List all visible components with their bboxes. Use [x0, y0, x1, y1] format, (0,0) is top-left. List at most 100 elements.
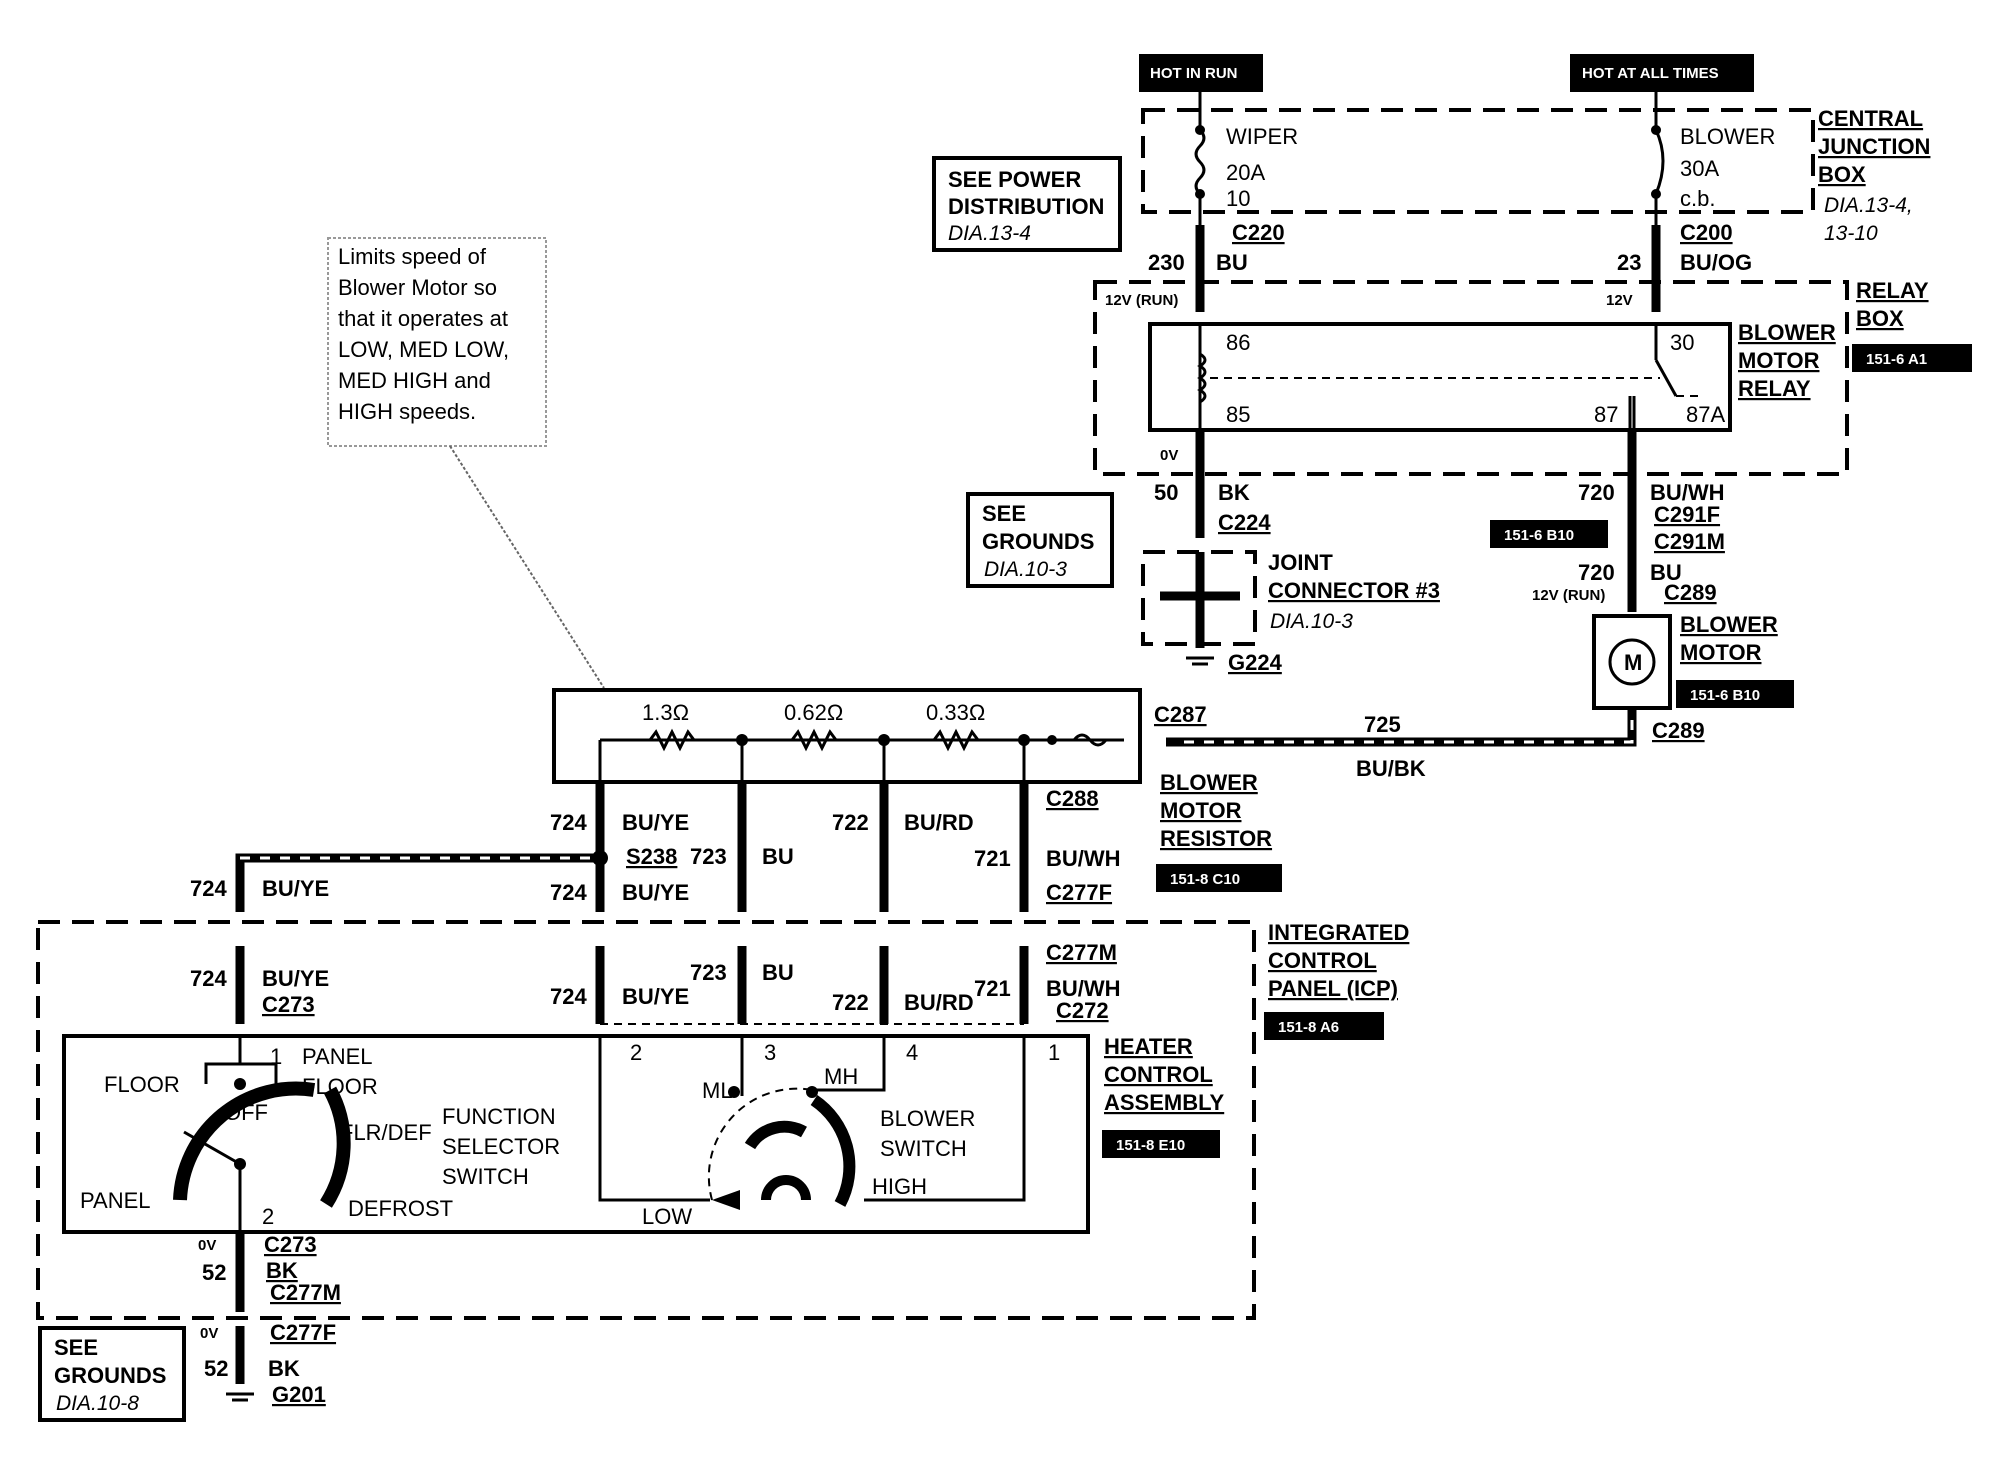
- wire-724c-number: 724: [550, 880, 587, 905]
- voltage-0v-relay: 0V: [1160, 447, 1178, 464]
- wire-724b-color: BU/YE: [262, 876, 329, 901]
- bs-pin-3: 3: [764, 1040, 776, 1065]
- fs-pin-2: 2: [262, 1204, 274, 1229]
- relay-title-3: RELAY: [1738, 376, 1811, 401]
- relay-coil-icon: [1197, 352, 1207, 404]
- heater-ref-tag-label: 151-8 E10: [1116, 1137, 1185, 1154]
- function-selector-arc-right: [320, 1086, 351, 1208]
- c277m-label: C277M: [1046, 940, 1117, 965]
- fs-panel-top: PANEL: [302, 1044, 373, 1069]
- wire-721b-number: 721: [974, 976, 1011, 1001]
- relay-pin-85: 85: [1226, 402, 1250, 427]
- icp-outline: [36, 920, 1256, 1320]
- c287-label: C287: [1154, 702, 1207, 727]
- blower-cb-label: BLOWER: [1680, 124, 1775, 149]
- fs-defrost: DEFROST: [348, 1196, 453, 1221]
- blower-switch-arrow-icon: [712, 1190, 740, 1210]
- fs-floor-left: FLOOR: [104, 1072, 180, 1097]
- g201-label: G201: [272, 1382, 326, 1407]
- see-grounds-1-line-2: GROUNDS: [982, 529, 1094, 554]
- c277f2-label: C277F: [270, 1320, 336, 1345]
- blower-motor-symbol: M: [1624, 650, 1642, 675]
- see-grounds-1-line-1: SEE: [982, 501, 1026, 526]
- blower-motor-resistor-box: [552, 688, 1142, 784]
- wire-50-number: 50: [1154, 480, 1178, 505]
- blower-cb-type: c.b.: [1680, 186, 1715, 211]
- c289a-label: C289: [1664, 580, 1717, 605]
- relay-title-2: MOTOR: [1738, 348, 1820, 373]
- blower-switch-arc-3: [761, 1175, 811, 1201]
- bs-title-1: BLOWER: [880, 1106, 975, 1131]
- callout-pointer: [449, 445, 605, 689]
- blower-switch-high-wire: [864, 1036, 1026, 1202]
- see-grounds-2-line-2: GROUNDS: [54, 1363, 166, 1388]
- blower-motor-title-2: MOTOR: [1680, 640, 1762, 665]
- splice-s238: [592, 850, 608, 866]
- fs-panel: PANEL: [80, 1188, 151, 1213]
- see-power-line-1: SEE POWER: [948, 167, 1081, 192]
- cjb-title-1: CENTRAL: [1818, 106, 1923, 131]
- c200-label: C200: [1680, 220, 1733, 245]
- wire-725-number: 725: [1364, 712, 1401, 737]
- see-grounds-1-ref: DIA.10-3: [984, 558, 1067, 581]
- blower-motor-relay-box: [1148, 322, 1732, 432]
- wire-724d-number: 724: [190, 966, 227, 991]
- c277f-label: C277F: [1046, 880, 1112, 905]
- wire-23-color: BU/OG: [1680, 250, 1752, 275]
- blower-switch-mh-wire: [814, 1036, 886, 1092]
- wire-724b-number: 724: [190, 876, 227, 901]
- bs-mh: MH: [824, 1064, 858, 1089]
- wire-723-color: BU: [762, 844, 794, 869]
- relay-contact-arm: [1654, 359, 1678, 397]
- wire-52a-color: BK: [266, 1258, 298, 1283]
- voltage-12v-run: 12V (RUN): [1105, 292, 1178, 309]
- resistor-title-3: RESISTOR: [1160, 826, 1272, 851]
- relay-title-1: BLOWER: [1738, 320, 1836, 345]
- wire-50-color: BK: [1218, 480, 1250, 505]
- bs-title-2: SWITCH: [880, 1136, 967, 1161]
- fs-off: OFF: [224, 1100, 268, 1125]
- wire-23-number: 23: [1617, 250, 1641, 275]
- wire-721-number: 721: [974, 846, 1011, 871]
- wiper-fuse-icon: [1194, 128, 1206, 196]
- see-grounds-box-2: [38, 1326, 186, 1422]
- wire-723b-color: BU: [762, 960, 794, 985]
- callout-line-2: Blower Motor so: [338, 275, 497, 300]
- joint-connector-ref: DIA.10-3: [1270, 610, 1353, 633]
- resistor-r1-value: 1.3Ω: [642, 700, 689, 725]
- relay-box-ref-tag-label: 151-6 A1: [1866, 351, 1927, 368]
- wire-724e-number: 724: [550, 984, 587, 1009]
- bs-pin-2: 2: [630, 1040, 642, 1065]
- see-grounds-2-line-1: SEE: [54, 1335, 98, 1360]
- c288-label: C288: [1046, 786, 1099, 811]
- see-power-ref: DIA.13-4: [948, 222, 1031, 245]
- bs-low: LOW: [642, 1204, 692, 1229]
- c273b-label: C273: [264, 1232, 317, 1257]
- voltage-0v-icp: 0V: [198, 1237, 216, 1254]
- blower-switch-ml-dot: [728, 1086, 740, 1098]
- wire-230-number: 230: [1148, 250, 1185, 275]
- function-selector-off-dot: [234, 1078, 246, 1090]
- wire-720a-number: 720: [1578, 480, 1615, 505]
- c224-label: C224: [1218, 510, 1271, 535]
- wire-725-color: BU/BK: [1356, 756, 1426, 781]
- relay-box-title-2: BOX: [1856, 306, 1904, 331]
- joint-connector-title-1: JOINT: [1268, 550, 1333, 575]
- wire-720a-color: BU/WH: [1650, 480, 1725, 505]
- see-grounds-2-ref: DIA.10-8: [56, 1392, 139, 1415]
- callout-line-4: LOW, MED LOW,: [338, 337, 509, 362]
- resistor-title-1: BLOWER: [1160, 770, 1258, 795]
- fs-title-3: SWITCH: [442, 1164, 529, 1189]
- resistor-r2-icon: [790, 728, 838, 752]
- callout-line-3: that it operates at: [338, 306, 508, 331]
- wiper-num: 10: [1226, 186, 1250, 211]
- bs-high: HIGH: [872, 1174, 927, 1199]
- relay-pin-87a: 87A: [1686, 402, 1725, 427]
- joint-connector-title-2: CONNECTOR #3: [1268, 578, 1440, 603]
- c291-ref-tag-label: 151-6 B10: [1504, 527, 1574, 544]
- relay-pin-87: 87: [1594, 402, 1618, 427]
- wire-722b-color: BU/RD: [904, 990, 974, 1015]
- voltage-12v: 12V: [1606, 292, 1633, 309]
- function-selector-link: [204, 1036, 242, 1084]
